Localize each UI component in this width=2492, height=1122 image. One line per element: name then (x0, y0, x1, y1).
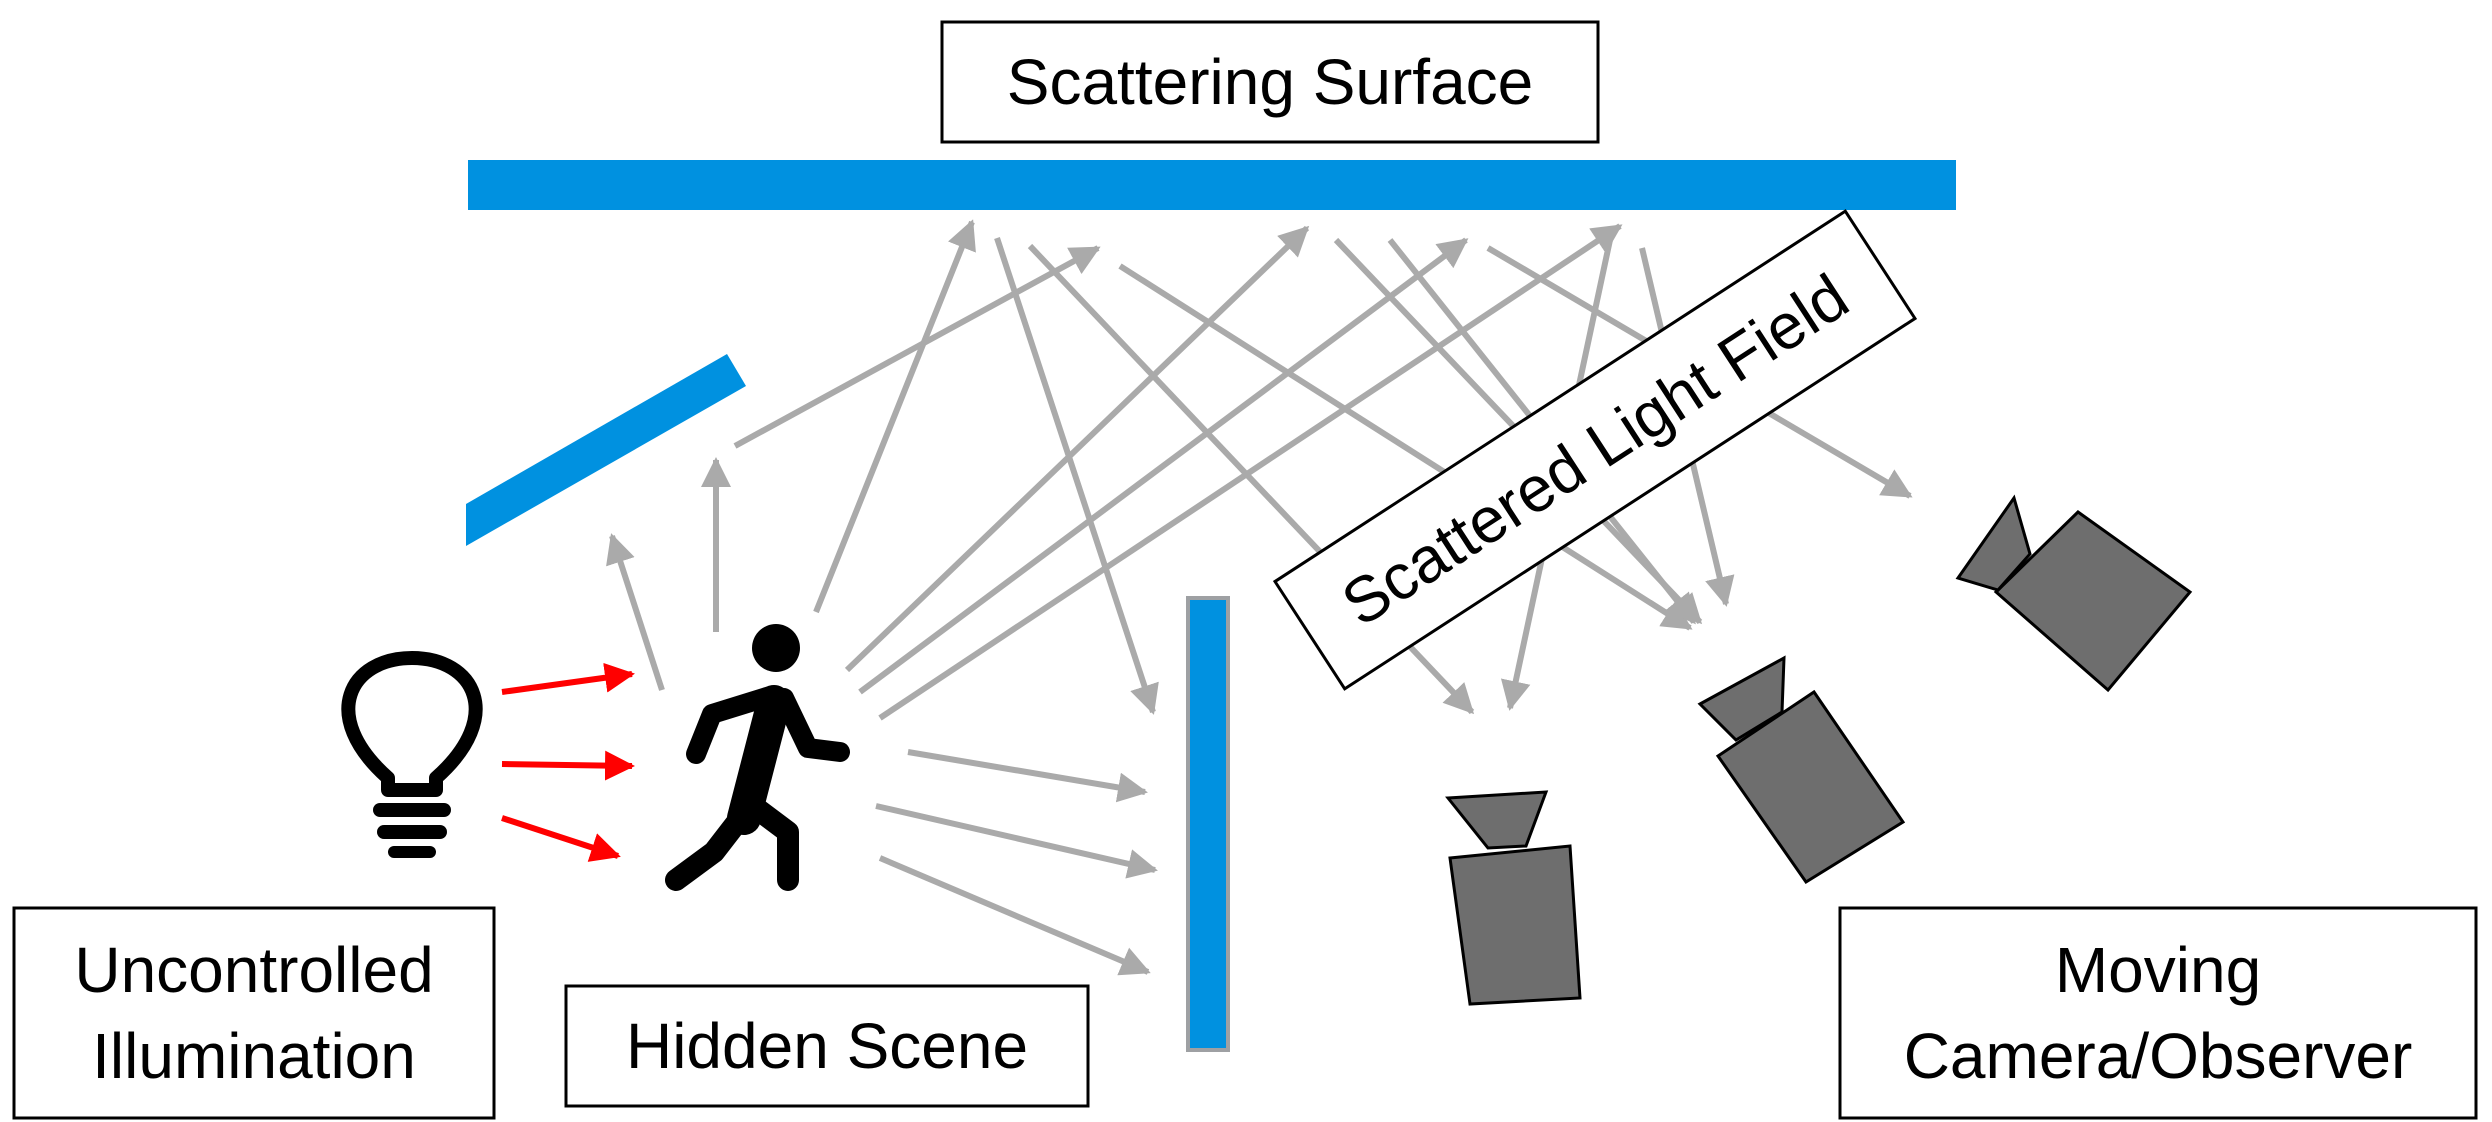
scattering-surface-text: Scattering Surface (1007, 46, 1534, 118)
uncontrolled-illumination-line1: Uncontrolled (74, 934, 433, 1006)
video-camera-icon (1697, 655, 1906, 885)
tilted-occluder-bar (466, 354, 746, 546)
lightbulb-icon (341, 651, 483, 858)
uncontrolled-illumination-label: Uncontrolled Illumination (12, 906, 496, 1120)
walking-person-icon (665, 624, 850, 891)
vertical-occluder-bar (1186, 596, 1230, 1052)
illumination-ray-bottom (501, 815, 621, 862)
moving-camera-line2: Camera/Observer (1904, 1020, 2413, 1092)
ray-person-to-tilted-bar (606, 533, 665, 691)
hidden-scene-label: Hidden Scene (564, 984, 1090, 1108)
ray-person-to-occluder-1 (907, 749, 1148, 803)
ray-person-to-occluder-3 (878, 855, 1151, 976)
moving-camera-label: Moving Camera/Observer (1838, 906, 2478, 1120)
illumination-ray-middle (501, 750, 635, 781)
illumination-ray-top (501, 662, 635, 695)
ray-surface-to-occluder (994, 237, 1159, 715)
uncontrolled-illumination-line2: Illumination (92, 1020, 416, 1092)
scattering-surface-label: Scattering Surface (940, 20, 1600, 144)
video-camera-icon (1955, 494, 2193, 693)
ray-tilted-bar-to-surface (733, 245, 1101, 449)
illumination-rays (501, 662, 635, 862)
ray-surface-to-camera-1b (1118, 263, 1693, 631)
ray-person-to-occluder-2 (875, 803, 1158, 879)
ray-person-to-surface-2 (844, 225, 1310, 673)
scattering-surface-bar (468, 160, 1956, 210)
ray-person-to-surface-4 (878, 223, 1623, 721)
scattered-light-field-label: Scattered Light Field (1272, 209, 1918, 691)
hidden-scene-text: Hidden Scene (626, 1010, 1028, 1082)
ray-person-to-surface-3 (858, 237, 1469, 695)
video-camera-icon (1445, 790, 1582, 1006)
ray-person-to-surface-1 (813, 219, 976, 614)
moving-camera-line1: Moving (2055, 934, 2261, 1006)
